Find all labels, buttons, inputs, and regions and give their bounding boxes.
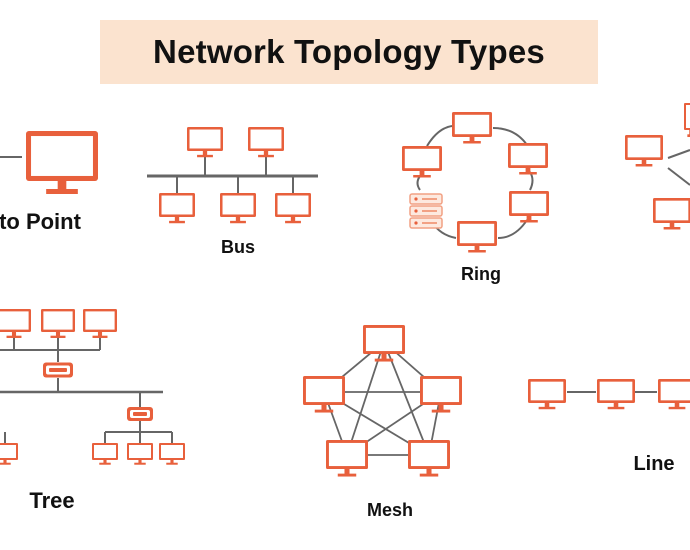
monitor-icon [653,198,690,230]
monitor-icon [402,146,442,178]
page-title: Network Topology Types [153,33,545,70]
ring-link [497,219,528,239]
monitor-icon [0,309,31,338]
monitor-icon [597,379,635,410]
monitor-icon [83,309,117,338]
monitor-icon [457,221,497,253]
monitor-icon [26,131,98,194]
label-mesh: Mesh [366,500,414,520]
label-line: Line [633,453,675,475]
label-ring: Ring [461,264,501,284]
ring-link [416,175,421,191]
monitor-icon [220,193,256,224]
monitor-icon [187,127,223,158]
monitor-icon [159,193,195,224]
monitor-icon [159,443,185,465]
monitor-icon [452,112,492,144]
monitor-icon [41,309,75,338]
switch-icon [127,407,153,421]
monitor-icon [508,143,548,175]
monitor-icon [275,193,311,224]
ring-link [492,127,528,146]
server-icon [409,193,443,229]
link-line [667,167,690,186]
ring-link [529,171,534,191]
monitor-icon [528,379,566,410]
link-line [667,149,690,159]
monitor-icon [363,325,405,362]
title-banner: Network Topology Types [100,20,598,84]
monitor-icon [248,127,284,158]
monitor-icon [92,443,118,465]
monitor-icon [509,191,549,223]
label-bus: Bus [220,237,256,257]
monitor-icon [303,376,345,413]
monitor-icon [326,440,368,477]
monitor-icon [420,376,462,413]
ring-link [426,125,453,147]
monitor-icon [625,135,663,167]
label-point-to-point: to Point [0,209,81,234]
monitor-icon [684,103,690,138]
switch-icon [43,362,73,378]
monitor-icon [127,443,153,465]
label-tree: Tree [29,488,75,513]
connection-lines [0,125,690,456]
device-icons [0,103,690,477]
monitor-icon [408,440,450,477]
monitor-icon [658,379,690,410]
monitor-icon [0,443,18,465]
